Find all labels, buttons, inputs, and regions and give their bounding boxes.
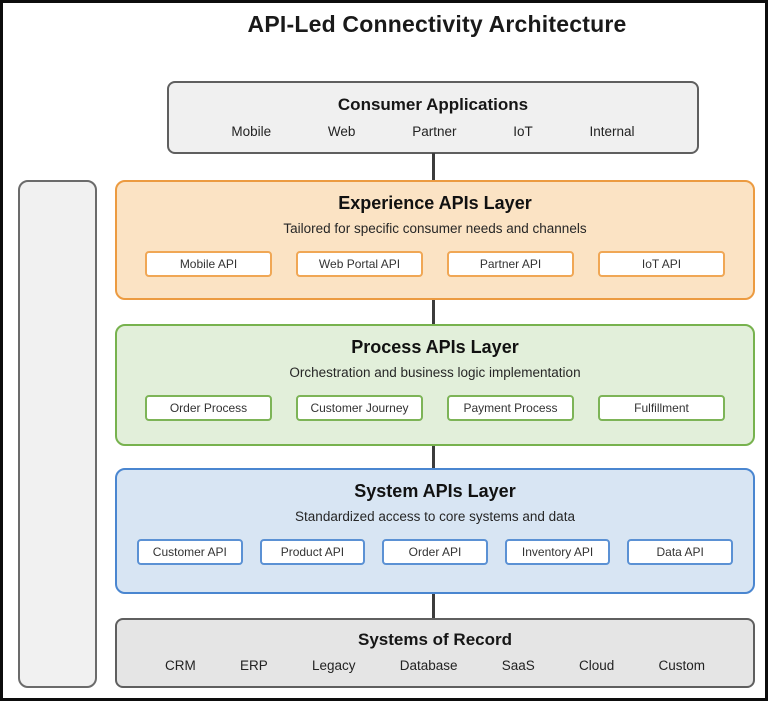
chip-order-api: Order API [382,539,488,565]
process-apis-layer: Process APIs Layer Orchestration and bus… [115,324,755,446]
consumer-item-iot: IoT [513,124,533,139]
chip-payment-process: Payment Process [447,395,574,421]
chip-data-api: Data API [627,539,733,565]
systems-of-record-items: CRM ERP Legacy Database SaaS Cloud Custo… [117,658,753,673]
chip-product-api: Product API [259,539,366,565]
connector-experience-process [432,299,435,325]
chip-mobile-api: Mobile API [145,251,272,277]
chip-order-process: Order Process [145,395,272,421]
record-item-custom: Custom [658,658,705,673]
process-layer-subtitle: Orchestration and business logic impleme… [289,365,581,380]
process-chip-row: Order Process Customer Journey Payment P… [117,395,753,421]
systems-of-record-box: Systems of Record CRM ERP Legacy Databas… [115,618,755,688]
system-layer-title: System APIs Layer [354,481,516,501]
chip-customer-journey: Customer Journey [296,395,423,421]
experience-apis-layer: Experience APIs Layer Tailored for speci… [115,180,755,300]
consumer-applications-box: Consumer Applications Mobile Web Partner… [167,81,699,154]
connector-process-system [432,445,435,469]
systems-of-record-title: Systems of Record [358,630,512,649]
consumer-applications-items: Mobile Web Partner IoT Internal [169,124,697,139]
chip-web-portal-api: Web Portal API [296,251,423,277]
chip-customer-api: Customer API [137,539,243,565]
record-item-database: Database [399,658,458,673]
consumer-applications-title: Consumer Applications [337,95,529,114]
experience-chip-row: Mobile API Web Portal API Partner API Io… [117,251,753,277]
consumer-item-partner: Partner [412,124,457,139]
chip-partner-api: Partner API [447,251,574,277]
record-item-cloud: Cloud [578,658,615,673]
record-item-crm: CRM [165,658,196,673]
system-layer-subtitle: Standardized access to core systems and … [295,509,575,524]
connector-consumer-experience [432,153,435,181]
experience-layer-subtitle: Tailored for specific consumer needs and… [283,221,587,236]
system-apis-layer: System APIs Layer Standardized access to… [115,468,755,594]
system-chip-row: Customer API Product API Order API Inven… [117,539,753,565]
record-item-erp: ERP [239,658,268,673]
consumer-item-internal: Internal [589,124,635,139]
consumer-item-web: Web [327,124,356,139]
record-item-saas: SaaS [501,658,535,673]
chip-fulfillment: Fulfillment [598,395,725,421]
side-pillar-box [18,180,97,688]
chip-iot-api: IoT API [598,251,725,277]
page-title: API-Led Connectivity Architecture [247,11,627,37]
process-layer-title: Process APIs Layer [351,337,519,357]
connector-system-record [432,593,435,619]
record-item-legacy: Legacy [311,658,356,673]
chip-inventory-api: Inventory API [504,539,611,565]
experience-layer-title: Experience APIs Layer [338,193,532,213]
consumer-item-mobile: Mobile [231,124,272,139]
